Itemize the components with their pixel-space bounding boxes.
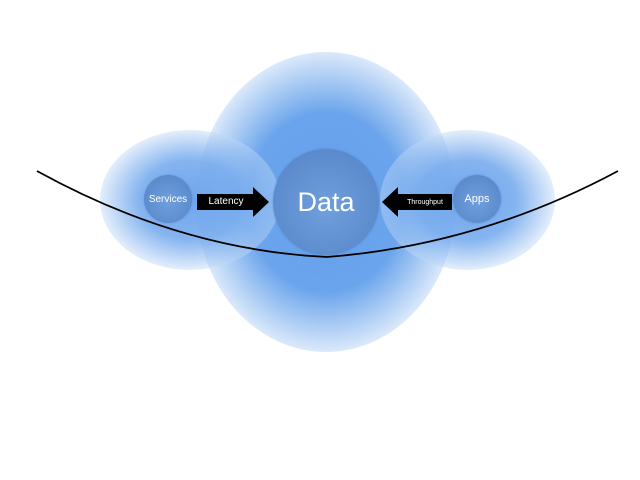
curve-line — [36, 170, 619, 258]
apps-node: Apps — [453, 175, 501, 223]
latency-label: Latency — [208, 196, 244, 207]
throughput-arrow-icon — [382, 187, 452, 217]
latency-arrow-icon — [197, 187, 269, 217]
apps-node-label: Apps — [464, 193, 490, 205]
services-node: Services — [144, 175, 192, 223]
data-node: Data — [273, 149, 379, 255]
services-node-label: Services — [148, 193, 188, 205]
data-node-label: Data — [297, 186, 355, 217]
throughput-label: Throughput — [407, 199, 443, 206]
